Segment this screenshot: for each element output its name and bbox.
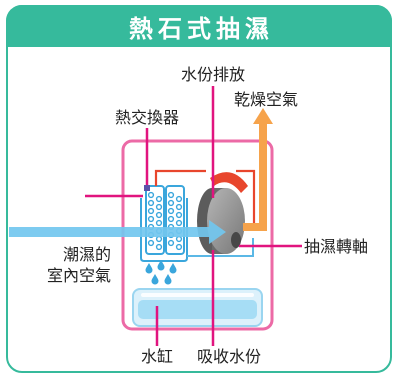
label-heat-exchanger: 熱交換器	[115, 108, 179, 127]
page-title: 熱石式抽濕	[129, 14, 274, 43]
dry-air-arrow-shaft	[243, 123, 267, 231]
water-tank-highlight	[141, 293, 254, 297]
heat-exchanger-tube	[155, 219, 163, 227]
heat-exchanger-tube	[147, 207, 155, 215]
label-water-tank: 水缸	[141, 347, 173, 366]
heat-exchanger-tube	[175, 235, 183, 243]
heat-exchanger-frame	[140, 198, 188, 262]
rotor-axle	[231, 232, 241, 248]
label-humid-air-line2: 室內空氣	[47, 266, 111, 285]
water-drop	[169, 263, 177, 274]
label-absorb-water: 吸收水份	[197, 347, 261, 366]
hot-air-duct-left	[154, 169, 206, 186]
water-drop	[157, 260, 165, 271]
heat-exchanger-tube	[147, 239, 155, 247]
humid-air-arrow-shaft	[9, 227, 211, 237]
heater-element	[210, 172, 248, 193]
heat-exchanger-tube	[175, 203, 183, 211]
heat-exchanger-tube	[167, 215, 175, 223]
heat-exchanger-tube	[147, 199, 155, 207]
label-dry-air: 乾燥空氣	[234, 90, 298, 109]
humid-air-arrow	[9, 220, 226, 244]
heat-exchanger-tube	[175, 219, 183, 227]
heat-exchanger-tube	[147, 191, 155, 199]
heat-exchanger-tube	[167, 207, 175, 215]
heat-exchanger-tube	[155, 203, 163, 211]
hot-air-duct-right	[236, 169, 256, 223]
heat-exchanger-tube	[155, 195, 163, 203]
water-drops	[145, 260, 177, 285]
heat-exchanger-tube	[175, 211, 183, 219]
heat-exchanger-tube	[167, 191, 175, 199]
heat-exchanger-tube	[155, 243, 163, 251]
water-drop	[164, 274, 172, 285]
water-drop	[151, 274, 159, 285]
heat-exchanger-tube	[147, 215, 155, 223]
water-drop	[145, 263, 153, 274]
label-water-discharge: 水份排放	[181, 65, 245, 84]
dehumidifying-rotor	[197, 188, 245, 254]
dry-air-arrow	[243, 108, 273, 231]
heat-exchanger-tube	[167, 199, 175, 207]
heat-exchanger	[140, 185, 188, 262]
header-bar: 熱石式抽濕	[6, 5, 392, 47]
humid-air-arrow-head	[209, 220, 226, 244]
dry-air-arrow-head	[253, 108, 273, 124]
water-tank	[132, 288, 263, 327]
cool-air-duct	[187, 238, 254, 257]
label-humid-air-line1: 潮濕的	[63, 245, 111, 264]
label-rotor-axle: 抽濕轉軸	[304, 237, 368, 256]
heat-exchanger-tube	[175, 195, 183, 203]
heat-exchanger-tube	[167, 239, 175, 247]
heat-exchanger-pointer	[144, 185, 150, 191]
water-tank-water	[138, 300, 257, 319]
heat-exchanger-tube	[155, 211, 163, 219]
heat-exchanger-tube	[175, 243, 183, 251]
heat-exchanger-tube	[155, 235, 163, 243]
